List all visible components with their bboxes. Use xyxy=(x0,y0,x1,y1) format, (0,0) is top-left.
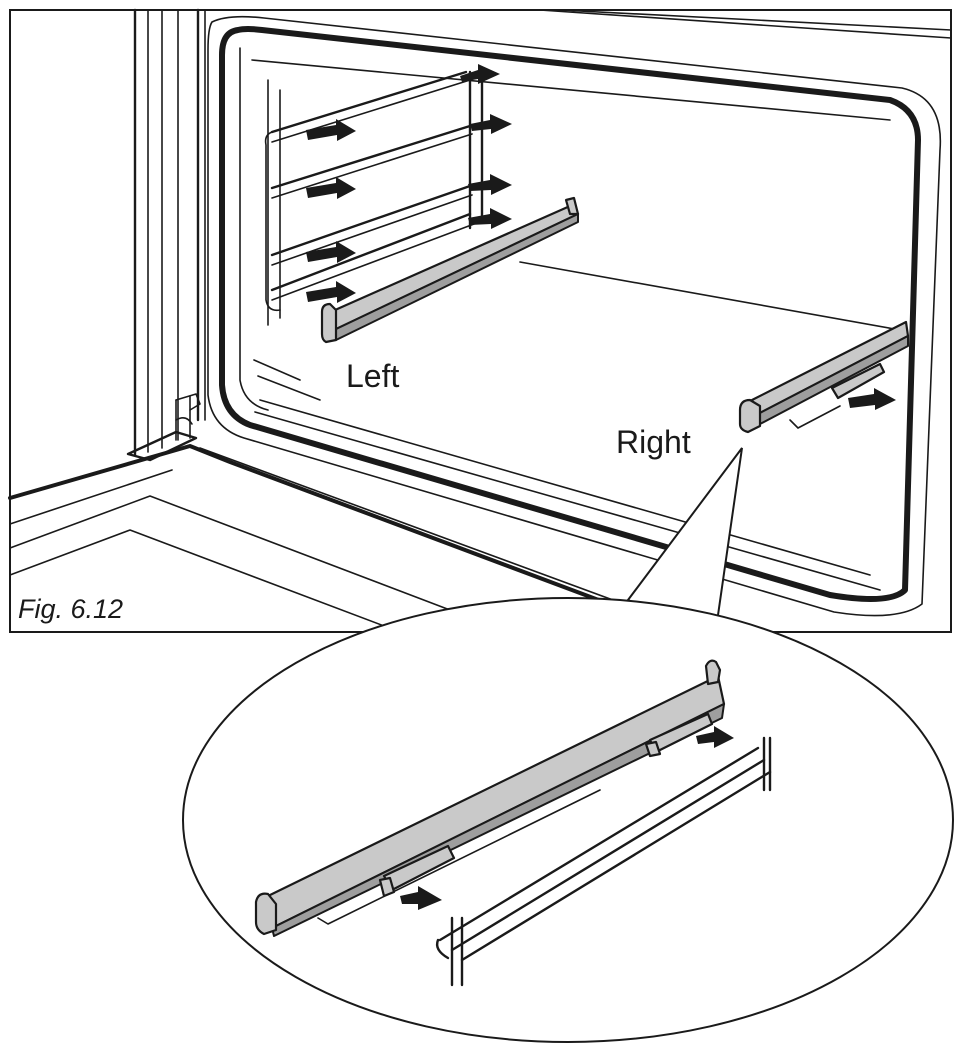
oven-interior-view xyxy=(8,8,952,633)
left-telescopic-rail xyxy=(320,196,580,344)
label-right: Right xyxy=(616,424,691,460)
figure-caption: Fig. 6.12 xyxy=(18,594,123,624)
zoom-detail-circle xyxy=(182,597,954,1043)
zoomed-telescopic-rail xyxy=(254,659,734,937)
left-rack-arrows xyxy=(306,64,512,303)
left-shelf-rack xyxy=(264,68,484,312)
right-telescopic-rail xyxy=(738,320,910,434)
label-left: Left xyxy=(346,358,399,394)
rail-guide-wire xyxy=(435,736,772,987)
